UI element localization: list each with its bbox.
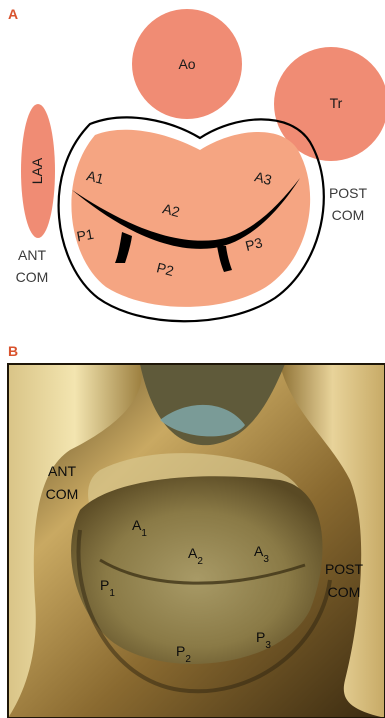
mitral-valve-schematic: Ao Tr LAA ANT COM POST COM A1 A2 A3 P1 P…	[0, 0, 385, 335]
ant-com-label-2: COM	[16, 269, 49, 285]
echo-scallop-p3: P3	[256, 629, 271, 651]
echo-annulus-shadow	[78, 530, 330, 691]
echo-aortic-region	[140, 364, 285, 445]
echo-coaptation-line	[100, 560, 305, 583]
echo-right-wall	[280, 364, 385, 718]
laa-label: LAA	[29, 157, 45, 184]
echo-scallop-a1: A1	[132, 517, 147, 539]
echo-scallop-p2: P2	[176, 643, 191, 665]
echo-ant-com-label-1: ANT	[48, 463, 76, 479]
valve-leaflets	[71, 130, 310, 307]
post-com-label-2: COM	[332, 207, 365, 223]
scallop-p1: P1	[75, 226, 95, 245]
echo-mitral-valve	[71, 476, 322, 664]
echo-blue-tissue	[160, 405, 245, 437]
echo-annulus-rim	[88, 453, 304, 520]
echo-post-com-label-1: POST	[325, 561, 364, 577]
echo-left-wall	[8, 364, 142, 718]
echo-scallop-a2: A2	[188, 545, 203, 567]
echo-frame	[8, 364, 385, 718]
echo-ant-com-label-2: COM	[46, 486, 79, 502]
aorta-label: Ao	[178, 56, 195, 72]
echo-post-com-label-2: COM	[328, 584, 361, 600]
tricuspid-label: Tr	[330, 95, 343, 111]
echo-scallop-p1: P1	[100, 577, 115, 599]
echo-background	[8, 364, 385, 718]
ant-com-label-1: ANT	[18, 247, 46, 263]
post-com-label-1: POST	[329, 185, 368, 201]
panel-b-letter: B	[8, 343, 18, 359]
echo-scallop-a3: A3	[254, 543, 269, 565]
